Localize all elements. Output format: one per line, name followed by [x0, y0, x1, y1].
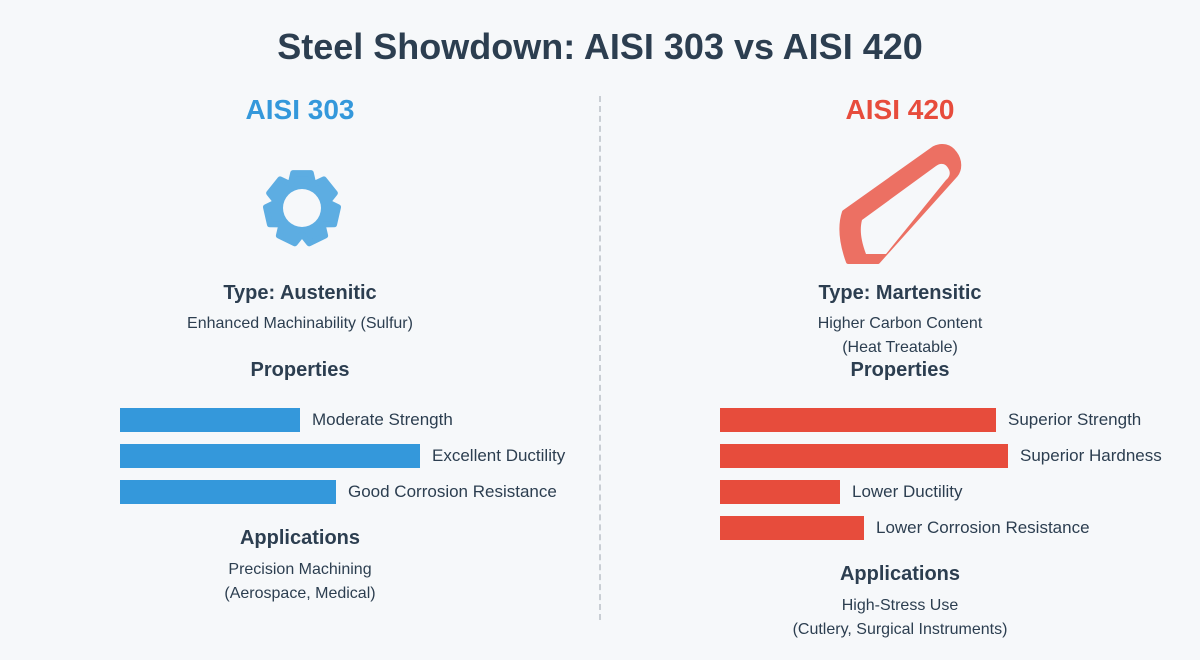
applications-line: (Aerospace, Medical) [224, 585, 376, 602]
aisi-420-properties-heading: Properties [850, 359, 950, 381]
aisi-303-applications: Precision Machining (Aerospace, Medical) [0, 558, 600, 606]
applications-line: Precision Machining [228, 561, 372, 578]
center-divider [599, 96, 601, 620]
aisi-303-column: AISI 303 Type: Austenitic Enhanced Machi… [0, 94, 600, 606]
property-label: Superior Hardness [1020, 446, 1162, 465]
property-label: Lower Corrosion Resistance [876, 518, 1090, 537]
aisi-303-properties-heading: Properties [250, 359, 350, 381]
property-bar [120, 480, 336, 504]
page-title: Steel Showdown: AISI 303 vs AISI 420 [277, 26, 923, 67]
applications-line: (Cutlery, Surgical Instruments) [792, 621, 1008, 638]
aisi-420-applications-heading: Applications [839, 563, 960, 585]
knife-blade-icon [839, 143, 962, 264]
property-label: Superior Strength [1008, 410, 1142, 429]
aisi-303-title: AISI 303 [245, 94, 355, 125]
aisi-303-type: Type: Austenitic [223, 282, 377, 304]
property-bar [120, 408, 300, 432]
property-bar [720, 480, 840, 504]
property-label: Moderate Strength [312, 410, 453, 429]
aisi-420-column: AISI 420 Type: Martensitic Higher Carbon… [600, 0, 1200, 660]
property-bar [120, 444, 420, 468]
aisi-420-applications: High-Stress Use (Cutlery, Surgical Instr… [600, 594, 1200, 642]
aisi-420-title: AISI 420 [845, 94, 955, 125]
aisi-420-description-line: Higher Carbon Content [817, 315, 983, 332]
gear-hole [283, 189, 321, 227]
aisi-420-description-line: (Heat Treatable) [842, 339, 958, 356]
aisi-303-applications-heading: Applications [239, 527, 360, 549]
property-bar [720, 444, 1008, 468]
gear-icon [263, 170, 341, 247]
property-label: Lower Ductility [852, 482, 963, 501]
aisi-303-description-line: Enhanced Machinability (Sulfur) [187, 315, 413, 332]
property-bar [720, 408, 996, 432]
aisi-420-description: Higher Carbon Content (Heat Treatable) [600, 312, 1200, 360]
property-label: Good Corrosion Resistance [348, 482, 557, 501]
applications-line: High-Stress Use [841, 597, 959, 614]
aisi-303-description: Enhanced Machinability (Sulfur) [0, 312, 600, 336]
property-label: Excellent Ductility [432, 446, 566, 465]
property-bar [720, 516, 864, 540]
aisi-420-type: Type: Martensitic [818, 282, 982, 304]
